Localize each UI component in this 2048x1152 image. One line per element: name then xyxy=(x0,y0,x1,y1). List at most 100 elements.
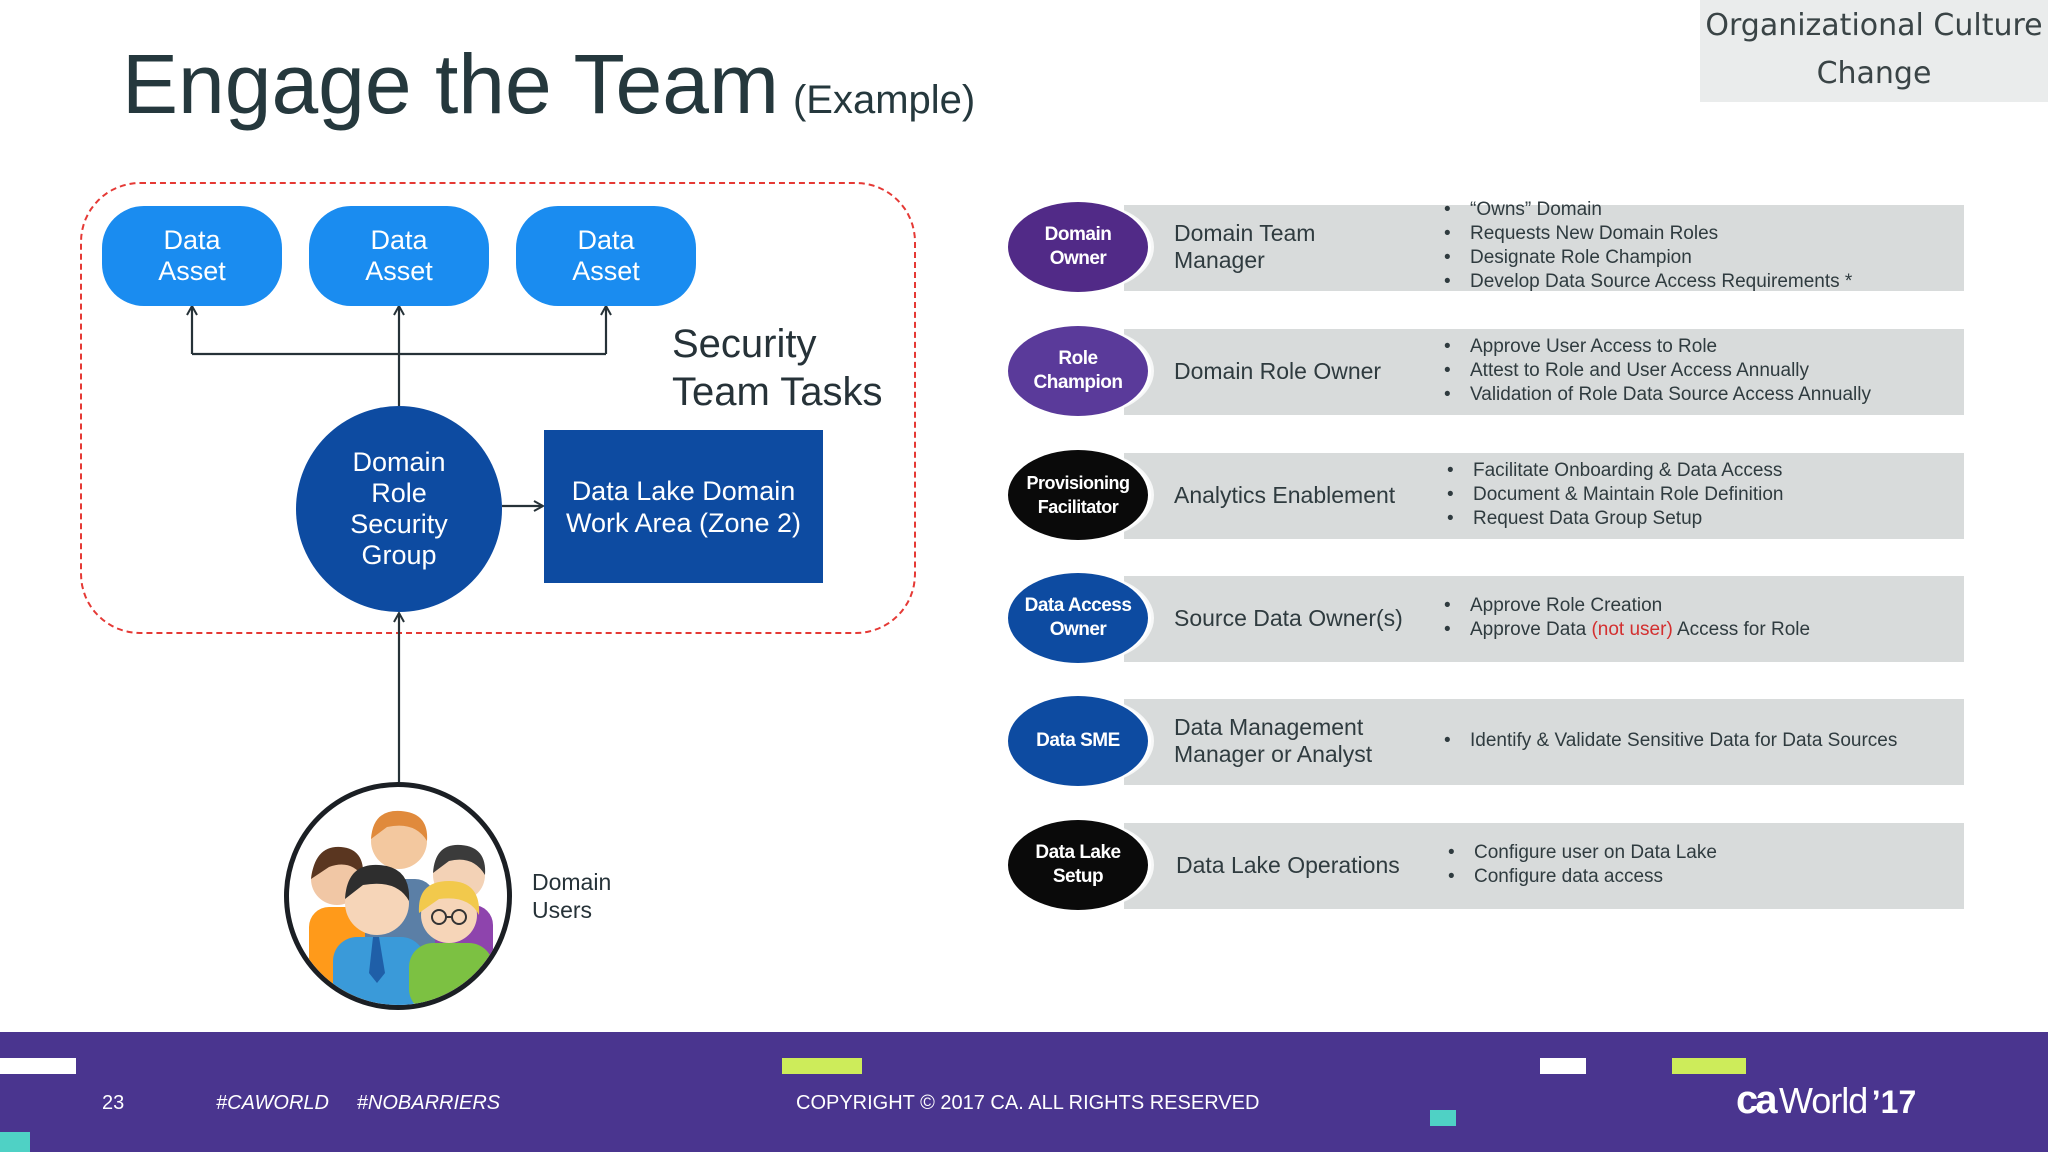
users-label-line-2: Users xyxy=(532,897,593,923)
role-bullet-split: Approve Data (not user) Access for Role xyxy=(1444,618,1810,642)
role-bullet: Request Data Group Setup xyxy=(1447,507,1784,531)
footer-deco-lime-2 xyxy=(1672,1058,1746,1074)
footer-deco-lime-1 xyxy=(782,1058,862,1074)
role-title-line-1: Analytics Enablement xyxy=(1174,481,1396,508)
role-title: Analytics Enablement xyxy=(1174,450,1414,540)
role-row-provisioning-facilitator: Provisioning Facilitator Analytics Enabl… xyxy=(1004,450,1964,540)
role-title: Source Data Owner(s) xyxy=(1174,573,1414,663)
role-circle-line-1: Data SME xyxy=(1036,730,1120,751)
security-tasks-line-2: Team Tasks xyxy=(672,370,883,414)
slide-title-text: Engage the Team xyxy=(122,37,779,131)
role-bullet: Document & Maintain Role Definition xyxy=(1447,483,1784,507)
role-title-line-1: Data Lake Operations xyxy=(1176,851,1400,878)
data-lake-work-area: Data Lake Domain Work Area (Zone 2) xyxy=(544,430,823,583)
role-group-line-3: Security xyxy=(350,509,448,539)
role-bullets: Identify & Validate Sensitive Data for D… xyxy=(1444,696,1897,786)
role-circle-domain-owner: Domain Owner xyxy=(1008,202,1148,292)
role-bullet: Configure user on Data Lake xyxy=(1448,841,1717,865)
role-circle-provisioning-facilitator: Provisioning Facilitator xyxy=(1008,450,1148,540)
role-group-line-1: Domain xyxy=(352,447,446,477)
role-title-line-1: Domain Team xyxy=(1174,220,1316,246)
role-bullets: Facilitate Onboarding & Data Access Docu… xyxy=(1447,450,1784,540)
role-title: Data Management Manager or Analyst xyxy=(1174,696,1414,786)
data-asset-3: Data Asset xyxy=(516,206,696,306)
role-bullet: Approve Role Creation xyxy=(1444,594,1810,618)
users-label-line-1: Domain xyxy=(532,869,612,895)
role-title-line-1: Data Management xyxy=(1174,714,1364,740)
role-bullet: Identify & Validate Sensitive Data for D… xyxy=(1444,729,1897,753)
topic-line-2: Change xyxy=(1816,56,1932,91)
footer-hashtags: #CAWORLD #NOBARRIERS xyxy=(216,1092,501,1114)
footer-deco-white-2 xyxy=(1540,1058,1586,1074)
data-asset-1-line-1: Data xyxy=(163,225,221,255)
bullet-text-highlight: (not user) xyxy=(1591,619,1673,640)
role-bullet: “Owns” Domain xyxy=(1444,198,1852,222)
slide-title-suffix: (Example) xyxy=(792,78,976,122)
logo-year: ’17 xyxy=(1871,1084,1917,1120)
role-circle-role-champion: Role Champion xyxy=(1008,326,1148,416)
role-title: Domain Team Manager xyxy=(1174,202,1414,292)
role-bullet: Develop Data Source Access Requirements … xyxy=(1444,270,1852,294)
people-group-icon xyxy=(309,810,493,1005)
role-title-line-1: Domain Role Owner xyxy=(1174,357,1382,384)
role-circle-line-2: Facilitator xyxy=(1037,497,1119,517)
role-circle-data-access-owner: Data Access Owner xyxy=(1008,573,1148,663)
security-tasks-line-1: Security xyxy=(672,322,817,366)
data-asset-1: Data Asset xyxy=(102,206,282,306)
role-circle-line-2: Setup xyxy=(1052,866,1104,887)
role-bullets: Approve Role Creation Approve Data (not … xyxy=(1444,573,1810,663)
topic-line-1: Organizational Culture xyxy=(1705,8,2043,43)
role-title-line-2: Manager xyxy=(1174,247,1265,273)
slide-title: Engage the Team (Example) xyxy=(122,40,975,128)
data-asset-1-line-2: Asset xyxy=(158,256,226,286)
role-circle-line-1: Provisioning xyxy=(1026,473,1130,493)
domain-role-security-group: Domain Role Security Group xyxy=(296,406,502,612)
ca-world-logo: ca World ’17 xyxy=(1736,1078,1916,1123)
role-circle-line-2: Owner xyxy=(1049,619,1107,640)
role-bullet: Configure data access xyxy=(1448,865,1717,889)
role-circle-line-1: Data Lake xyxy=(1035,842,1121,863)
role-bullet: Approve User Access to Role xyxy=(1444,335,1871,359)
data-asset-2: Data Asset xyxy=(309,206,489,306)
bullet-text-after: Access for Role xyxy=(1672,619,1811,640)
domain-users-illustration xyxy=(284,782,512,1010)
role-row-data-access-owner: Data Access Owner Source Data Owner(s) A… xyxy=(1004,573,1964,663)
role-title: Data Lake Operations xyxy=(1176,820,1416,910)
role-group-line-2: Role xyxy=(371,478,427,508)
topic-badge: Organizational Culture Change xyxy=(1700,0,2048,102)
role-bullet: Attest to Role and User Access Annually xyxy=(1444,359,1871,383)
lake-box-line-2: Work Area (Zone 2) xyxy=(565,507,802,538)
role-circle-line-1: Role xyxy=(1058,348,1098,369)
role-row-data-sme: Data SME Data Management Manager or Anal… xyxy=(1004,696,1964,786)
role-circle-line-1: Domain xyxy=(1044,224,1112,245)
role-group-line-4: Group xyxy=(361,540,437,570)
role-circle-data-sme: Data SME xyxy=(1008,696,1148,786)
role-row-data-lake-setup: Data Lake Setup Data Lake Operations Con… xyxy=(1004,820,1964,910)
data-asset-3-line-2: Asset xyxy=(572,256,640,286)
role-bullets: Approve User Access to Role Attest to Ro… xyxy=(1444,326,1871,416)
role-title-line-1: Source Data Owner(s) xyxy=(1174,604,1403,631)
role-bullets: “Owns” Domain Requests New Domain Roles … xyxy=(1444,198,1852,294)
role-circle-data-lake-setup: Data Lake Setup xyxy=(1008,820,1148,910)
role-circle-line-2: Owner xyxy=(1049,248,1107,269)
footer-deco-white-1 xyxy=(0,1058,76,1074)
logo-world: World xyxy=(1778,1080,1868,1121)
diagram-connectors xyxy=(0,0,1000,782)
role-bullet: Requests New Domain Roles xyxy=(1444,222,1852,246)
domain-users-label: Domain Users xyxy=(532,868,611,924)
footer-bar: 23 #CAWORLD #NOBARRIERS COPYRIGHT © 2017… xyxy=(0,1032,2048,1152)
logo-ca: ca xyxy=(1736,1078,1777,1122)
page-number: 23 xyxy=(102,1092,125,1114)
data-asset-2-line-1: Data xyxy=(370,225,428,255)
role-circle-line-1: Data Access xyxy=(1024,595,1132,616)
role-bullet: Validation of Role Data Source Access An… xyxy=(1444,383,1871,407)
role-row-role-champion: Role Champion Domain Role Owner Approve … xyxy=(1004,326,1964,416)
data-asset-3-line-1: Data xyxy=(577,225,635,255)
data-asset-2-line-2: Asset xyxy=(365,256,433,286)
role-bullet: Designate Role Champion xyxy=(1444,246,1852,270)
security-boundary xyxy=(80,182,916,634)
footer-copyright: COPYRIGHT © 2017 CA. ALL RIGHTS RESERVED xyxy=(796,1092,1260,1114)
role-circle-line-2: Champion xyxy=(1033,372,1123,393)
role-bullets: Configure user on Data Lake Configure da… xyxy=(1448,820,1717,910)
role-title-line-2: Manager or Analyst xyxy=(1174,741,1373,767)
